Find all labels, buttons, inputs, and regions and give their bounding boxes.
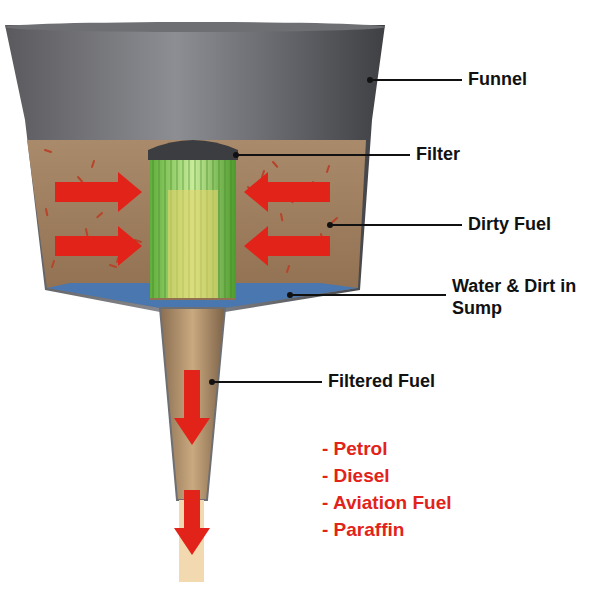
part-label: Filtered Fuel bbox=[328, 371, 488, 393]
part-label: Filter bbox=[416, 144, 536, 166]
leader-dot bbox=[209, 379, 215, 385]
filter-element bbox=[150, 158, 236, 298]
dirty-fuel bbox=[27, 140, 366, 308]
funnel-rim bbox=[5, 22, 385, 32]
dirt-speck bbox=[279, 214, 284, 220]
dirt-speck bbox=[84, 229, 89, 235]
funnel-body bbox=[5, 25, 385, 312]
part-label: Funnel bbox=[468, 69, 588, 91]
leader-dot bbox=[327, 222, 333, 228]
fuel-type: - Petrol bbox=[322, 438, 522, 461]
filter-inner bbox=[168, 190, 218, 298]
fuel-type: - Aviation Fuel bbox=[322, 492, 522, 515]
dirt-speck bbox=[97, 212, 102, 218]
leader-lines bbox=[214, 80, 462, 382]
dirt-speck bbox=[92, 161, 94, 167]
part-label: Dirty Fuel bbox=[468, 214, 593, 236]
dirt-speck bbox=[110, 265, 116, 267]
dirt-speck bbox=[77, 177, 83, 182]
flow-arrows bbox=[55, 172, 330, 555]
filter-cap bbox=[148, 140, 238, 160]
leader-dot bbox=[367, 77, 373, 83]
dirt-speck bbox=[52, 261, 54, 267]
dirt-speck bbox=[44, 209, 49, 215]
filter-pleats bbox=[150, 158, 236, 298]
dirt-speck bbox=[272, 162, 278, 167]
fuel-type: - Diesel bbox=[322, 465, 522, 488]
fuel-type: - Paraffin bbox=[322, 519, 522, 542]
dirt-speck bbox=[45, 150, 51, 152]
dirt-speck bbox=[327, 166, 329, 172]
part-label: Water & Dirt in Sump bbox=[452, 276, 587, 319]
leader-dot bbox=[233, 152, 239, 158]
funnel-spout bbox=[160, 308, 225, 500]
dirt-speck bbox=[287, 266, 289, 272]
leader-dot bbox=[287, 292, 293, 298]
dirt-speck bbox=[332, 217, 337, 223]
